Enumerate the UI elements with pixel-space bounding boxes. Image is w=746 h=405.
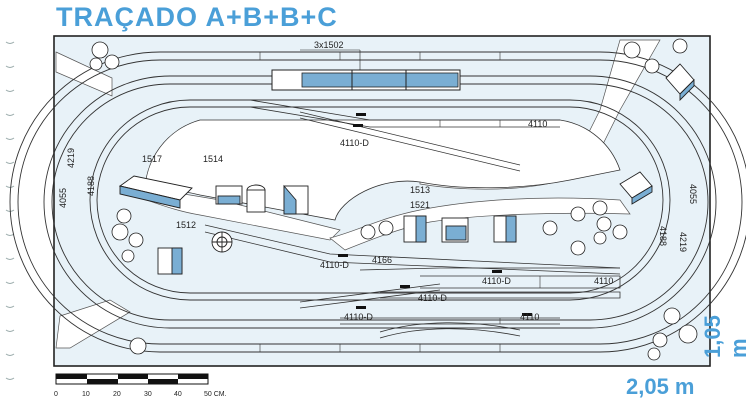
label-4219-right: 4219 xyxy=(678,232,688,252)
building-top-right xyxy=(665,63,695,102)
label-4110-yard1: 4110 xyxy=(594,276,613,286)
station-label: 3x1502 xyxy=(314,40,344,50)
label-4055-left: 4055 xyxy=(58,188,68,208)
label-1514: 1514 xyxy=(203,154,223,164)
label-4110d-yard1: 4110-D xyxy=(482,276,511,286)
scale-bar xyxy=(55,373,209,385)
binding-marks xyxy=(5,41,15,380)
trees xyxy=(89,38,698,361)
scale-tick: 0 xyxy=(54,391,58,398)
switch-motors xyxy=(338,113,532,316)
scale-tick: 40 xyxy=(174,391,182,398)
scale-tick: 30 xyxy=(144,391,152,398)
building-1513-b xyxy=(493,215,517,243)
track-labels: 4110 4110-D 1517 1514 1513 1521 1512 416… xyxy=(58,119,698,322)
building-1517 xyxy=(118,175,193,209)
building-right xyxy=(619,171,653,205)
label-4219-left: 4219 xyxy=(66,148,76,168)
track-joints xyxy=(259,52,541,352)
station-building xyxy=(271,69,461,91)
label-4110-top: 4110 xyxy=(528,119,547,129)
label-4166: 4166 xyxy=(372,255,392,265)
height-dimension: 1,05 m xyxy=(700,315,746,358)
label-1517: 1517 xyxy=(142,154,162,164)
building-1513-a xyxy=(403,215,427,243)
buildings xyxy=(118,63,695,275)
building-1514 xyxy=(215,184,266,213)
label-1513: 1513 xyxy=(410,185,430,195)
label-1521: 1521 xyxy=(410,200,430,210)
label-4110d-top: 4110-D xyxy=(340,138,369,148)
layout-title: TRAÇADO A+B+B+C xyxy=(56,2,338,32)
label-4110-bottom: 4110 xyxy=(520,312,539,322)
building-1512 xyxy=(157,247,183,275)
outer-loop xyxy=(9,51,746,353)
label-4055-right: 4055 xyxy=(688,184,698,204)
label-4188-right: 4188 xyxy=(658,226,668,246)
width-dimension: 2,05 m xyxy=(626,374,695,399)
label-4110d-mid: 4110-D xyxy=(320,260,349,270)
turntable-1512 xyxy=(211,231,233,253)
scale-tick: 10 xyxy=(82,391,90,398)
scale-ticks: 0 10 20 30 40 50 CM. xyxy=(54,391,227,398)
label-1512: 1512 xyxy=(176,220,196,230)
sidings xyxy=(204,99,621,339)
building-1521 xyxy=(441,217,469,243)
label-4110d-bottom: 4110-D xyxy=(344,312,373,322)
building-house-a xyxy=(283,184,309,215)
label-4188-left: 4188 xyxy=(86,176,96,196)
scale-tick: 50 CM. xyxy=(204,391,227,398)
scale-tick: 20 xyxy=(113,391,121,398)
label-4110d-yard2: 4110-D xyxy=(418,293,447,303)
